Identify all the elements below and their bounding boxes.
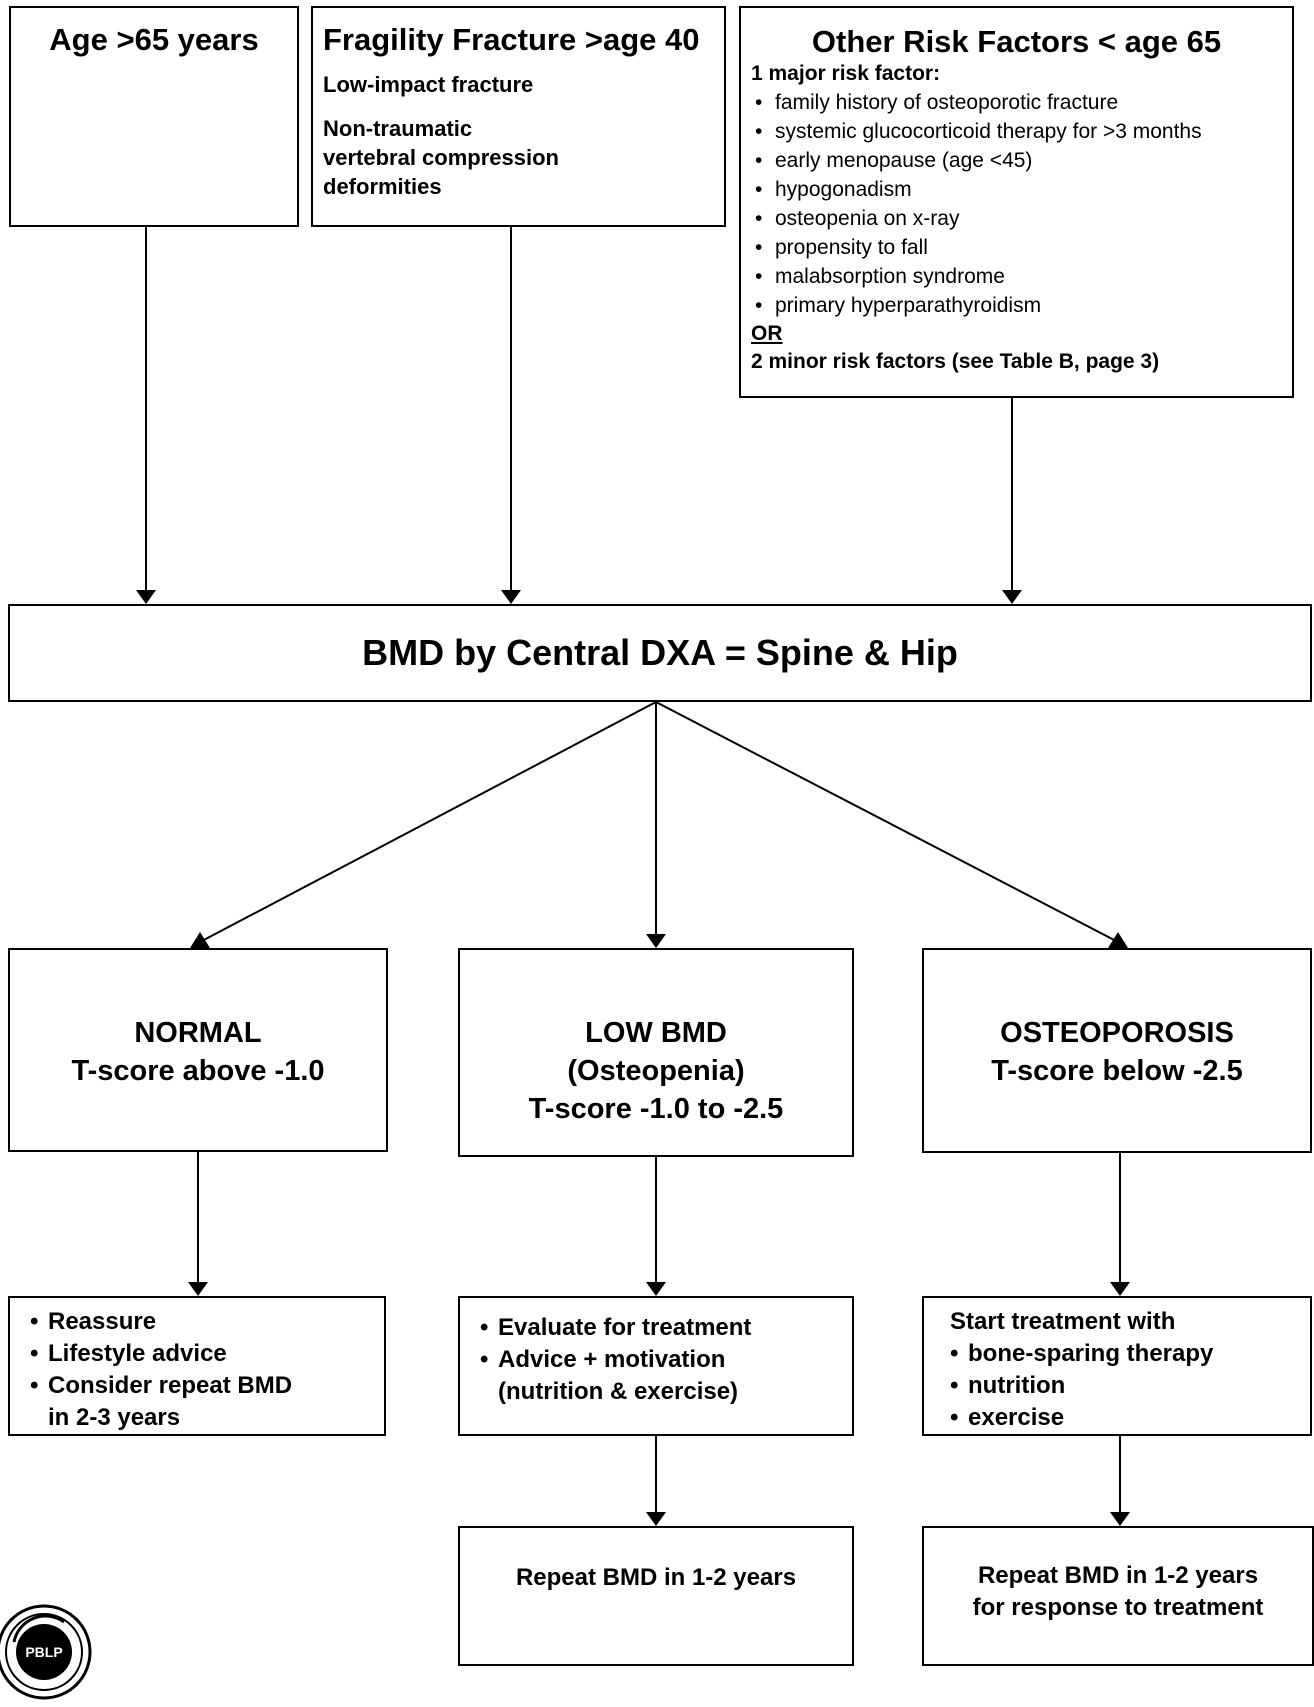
action-item: Evaluate for treatment xyxy=(480,1312,852,1344)
low-label: LOW BMD xyxy=(585,1017,727,1049)
normal-tscore: T-score above -1.0 xyxy=(71,1055,325,1087)
arrowhead-risk xyxy=(1002,590,1022,604)
arrowhead-low-repeat xyxy=(646,1512,666,1526)
risk-factor-item: systemic glucocorticoid therapy for >3 m… xyxy=(751,117,1292,146)
action-item: nutrition xyxy=(950,1370,1310,1402)
normal-actions-box: Reassure Lifestyle advice Consider repea… xyxy=(8,1296,386,1436)
risk-factor-item: family history of osteoporotic fracture xyxy=(751,88,1292,117)
low-repeat-box: Repeat BMD in 1-2 years xyxy=(458,1526,854,1666)
action-item: Reassure xyxy=(30,1306,384,1338)
action-item: Lifestyle advice xyxy=(30,1338,384,1370)
osteoporosis-box: OSTEOPOROSIS T-score below -2.5 xyxy=(922,948,1312,1153)
arrowhead-osteo-repeat xyxy=(1110,1512,1130,1526)
osteo-repeat-box: Repeat BMD in 1-2 years for response to … xyxy=(922,1526,1314,1666)
osteo-actions-box: Start treatment with bone-sparing therap… xyxy=(922,1296,1312,1436)
arrowhead-normal-actions xyxy=(188,1282,208,1296)
normal-box: NORMAL T-score above -1.0 xyxy=(8,948,388,1152)
bmd-box: BMD by Central DXA = Spine & Hip xyxy=(8,604,1312,702)
risk-factor-item: propensity to fall xyxy=(751,233,1292,262)
osteo-repeat-line1: Repeat BMD in 1-2 years xyxy=(977,1562,1259,1589)
risk-minor: 2 minor risk factors (see Table B, page … xyxy=(751,350,1160,373)
low-bmd-box: LOW BMD (Osteopenia) T-score -1.0 to -2.… xyxy=(458,948,854,1157)
arrowhead-osteo xyxy=(1108,932,1128,948)
risk-major-heading: 1 major risk factor: xyxy=(751,62,941,85)
risk-factors-box: Other Risk Factors < age 65 1 major risk… xyxy=(739,6,1294,398)
risk-or: OR xyxy=(751,322,783,345)
risk-factor-item: hypogonadism xyxy=(751,175,1292,204)
normal-actions-list: Reassure Lifestyle advice Consider repea… xyxy=(30,1306,384,1434)
bmd-title: BMD by Central DXA = Spine & Hip xyxy=(362,632,958,673)
risk-factor-item: early menopause (age <45) xyxy=(751,146,1292,175)
action-item: bone-sparing therapy xyxy=(950,1338,1310,1370)
risk-factor-list: family history of osteoporotic fracture … xyxy=(751,88,1292,320)
action-item-continued: (nutrition & exercise) xyxy=(498,1378,739,1405)
action-item: exercise xyxy=(950,1402,1310,1434)
connector-lines xyxy=(136,227,1130,1526)
risk-title: Other Risk Factors < age 65 xyxy=(811,24,1222,59)
fracture-line-vertebral: vertebral compression xyxy=(323,145,559,170)
action-item: Advice + motivation xyxy=(480,1344,852,1376)
risk-factor-item: osteopenia on x-ray xyxy=(751,204,1292,233)
fracture-line-nontraumatic: Non-traumatic xyxy=(323,116,473,141)
arrow-bmd-to-osteo xyxy=(655,701,1119,943)
fracture-title: Fragility Fracture >age 40 xyxy=(323,22,700,57)
age-box: Age >65 years xyxy=(9,6,299,227)
low-actions-list: Evaluate for treatment Advice + motivati… xyxy=(480,1312,852,1408)
arrowhead-age xyxy=(136,590,156,604)
osteo-label: OSTEOPOROSIS xyxy=(1000,1017,1234,1049)
svg-text:PBLP: PBLP xyxy=(25,1644,62,1660)
low-subtitle: (Osteopenia) xyxy=(567,1055,745,1087)
osteo-actions-heading: Start treatment with xyxy=(950,1308,1176,1335)
fracture-line-low-impact: Low-impact fracture xyxy=(323,72,534,97)
low-tscore: T-score -1.0 to -2.5 xyxy=(528,1093,784,1125)
arrowhead-low xyxy=(646,934,666,948)
low-actions-box: Evaluate for treatment Advice + motivati… xyxy=(458,1296,854,1436)
arrow-bmd-to-normal xyxy=(199,701,657,943)
age-title: Age >65 years xyxy=(49,22,259,57)
osteo-tscore: T-score below -2.5 xyxy=(991,1055,1243,1087)
arrowhead-osteo-actions xyxy=(1110,1282,1130,1296)
arrowhead-low-actions xyxy=(646,1282,666,1296)
osteo-repeat-line2: for response to treatment xyxy=(972,1594,1264,1621)
pblp-logo: PBLP xyxy=(0,1602,94,1702)
arrowhead-fracture xyxy=(501,590,521,604)
action-item-continued: in 2-3 years xyxy=(48,1404,181,1431)
fracture-line-deformities: deformities xyxy=(323,174,442,199)
risk-factor-item: malabsorption syndrome xyxy=(751,262,1292,291)
risk-factor-item: primary hyperparathyroidism xyxy=(751,291,1292,320)
action-item: Consider repeat BMD xyxy=(30,1370,384,1402)
low-repeat-text: Repeat BMD in 1-2 years xyxy=(515,1564,797,1591)
normal-label: NORMAL xyxy=(134,1017,262,1049)
fracture-box: Fragility Fracture >age 40 Low-impact fr… xyxy=(311,6,726,227)
osteo-actions-list: bone-sparing therapy nutrition exercise xyxy=(950,1338,1310,1434)
logo-seal-icon: PBLP xyxy=(0,1604,92,1700)
arrowhead-normal xyxy=(190,932,210,948)
